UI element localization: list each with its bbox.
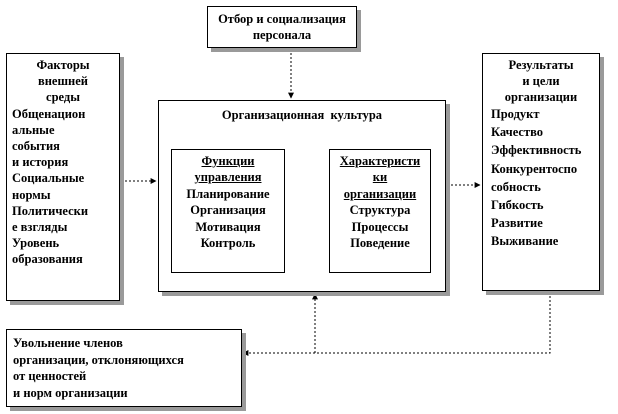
result-item: Гибкость [491, 198, 544, 213]
characteristics-title-2: ки [372, 170, 388, 185]
external-factor-item: е взгляды [12, 220, 68, 235]
external-factor-item: Социальные [12, 171, 85, 186]
result-item: Выживание [491, 234, 559, 249]
results-goals-box: Результаты и цели организации Продукт Ка… [482, 53, 600, 291]
external-factors-title-3: среды [46, 90, 80, 105]
characteristic-item: Поведение [350, 236, 410, 251]
result-item: собность [491, 179, 541, 194]
management-function-item: Контроль [200, 236, 256, 251]
organizational-culture-title: Организационная культура [221, 108, 383, 122]
dismissal-line-2: организации, отклоняющихся [13, 352, 184, 367]
result-item: Качество [491, 125, 544, 140]
characteristics-title-1: Характеристи [339, 154, 421, 168]
management-function-item: Планирование [186, 186, 270, 201]
selection-line-1: Отбор и социализация [218, 12, 346, 26]
characteristic-item: Структура [349, 203, 411, 218]
results-title-3: организации [504, 90, 578, 104]
characteristic-item: Процессы [351, 219, 409, 234]
management-function-item: Организация [190, 203, 266, 218]
external-factor-item: альные [12, 122, 55, 137]
management-function-item: Мотивация [195, 219, 261, 234]
management-functions-box: Функции управления Планирование Организа… [171, 149, 285, 273]
result-item: Развитие [491, 216, 543, 231]
dismissal-line-1: Увольнение членов [13, 336, 123, 350]
external-factor-item: и история [12, 155, 69, 170]
external-factor-item: Общенацион [12, 106, 86, 121]
external-factor-item: Политически [12, 203, 89, 218]
dismissal-box: Увольнение членов организации, отклоняющ… [6, 329, 242, 407]
arrow-results-to-dismissal [242, 292, 551, 356]
dismissal-line-4: и норм организации [13, 385, 128, 400]
external-factor-item: образования [12, 252, 83, 267]
external-factors-title-2: внешней [37, 74, 88, 89]
external-factors-box: Факторы внешней среды Общенацион альные … [6, 53, 120, 301]
dismissal-line-3: от ценностей [13, 369, 87, 383]
results-title-1: Результаты [508, 58, 574, 72]
external-factors-title-1: Факторы [36, 58, 90, 72]
external-factor-item: события [12, 139, 60, 154]
result-item: Конкурентоспо [491, 161, 578, 176]
result-item: Эффективность [491, 143, 582, 158]
organization-characteristics-box: Характеристи ки организации Структура Пр… [329, 149, 431, 273]
management-functions-title-2: управления [194, 170, 262, 185]
selection-line-2: персонала [252, 28, 312, 42]
selection-socialization-box: Отбор и социализация персонала [207, 6, 357, 48]
external-factor-item: нормы [12, 187, 51, 202]
external-factor-item: Уровень [12, 236, 60, 251]
result-item: Продукт [491, 107, 540, 121]
organizational-culture-box: Организационная культура Функции управле… [158, 100, 446, 292]
results-title-2: и цели [522, 74, 560, 88]
management-functions-title-1: Функции [201, 154, 255, 168]
characteristics-title-3: организации [343, 186, 417, 201]
